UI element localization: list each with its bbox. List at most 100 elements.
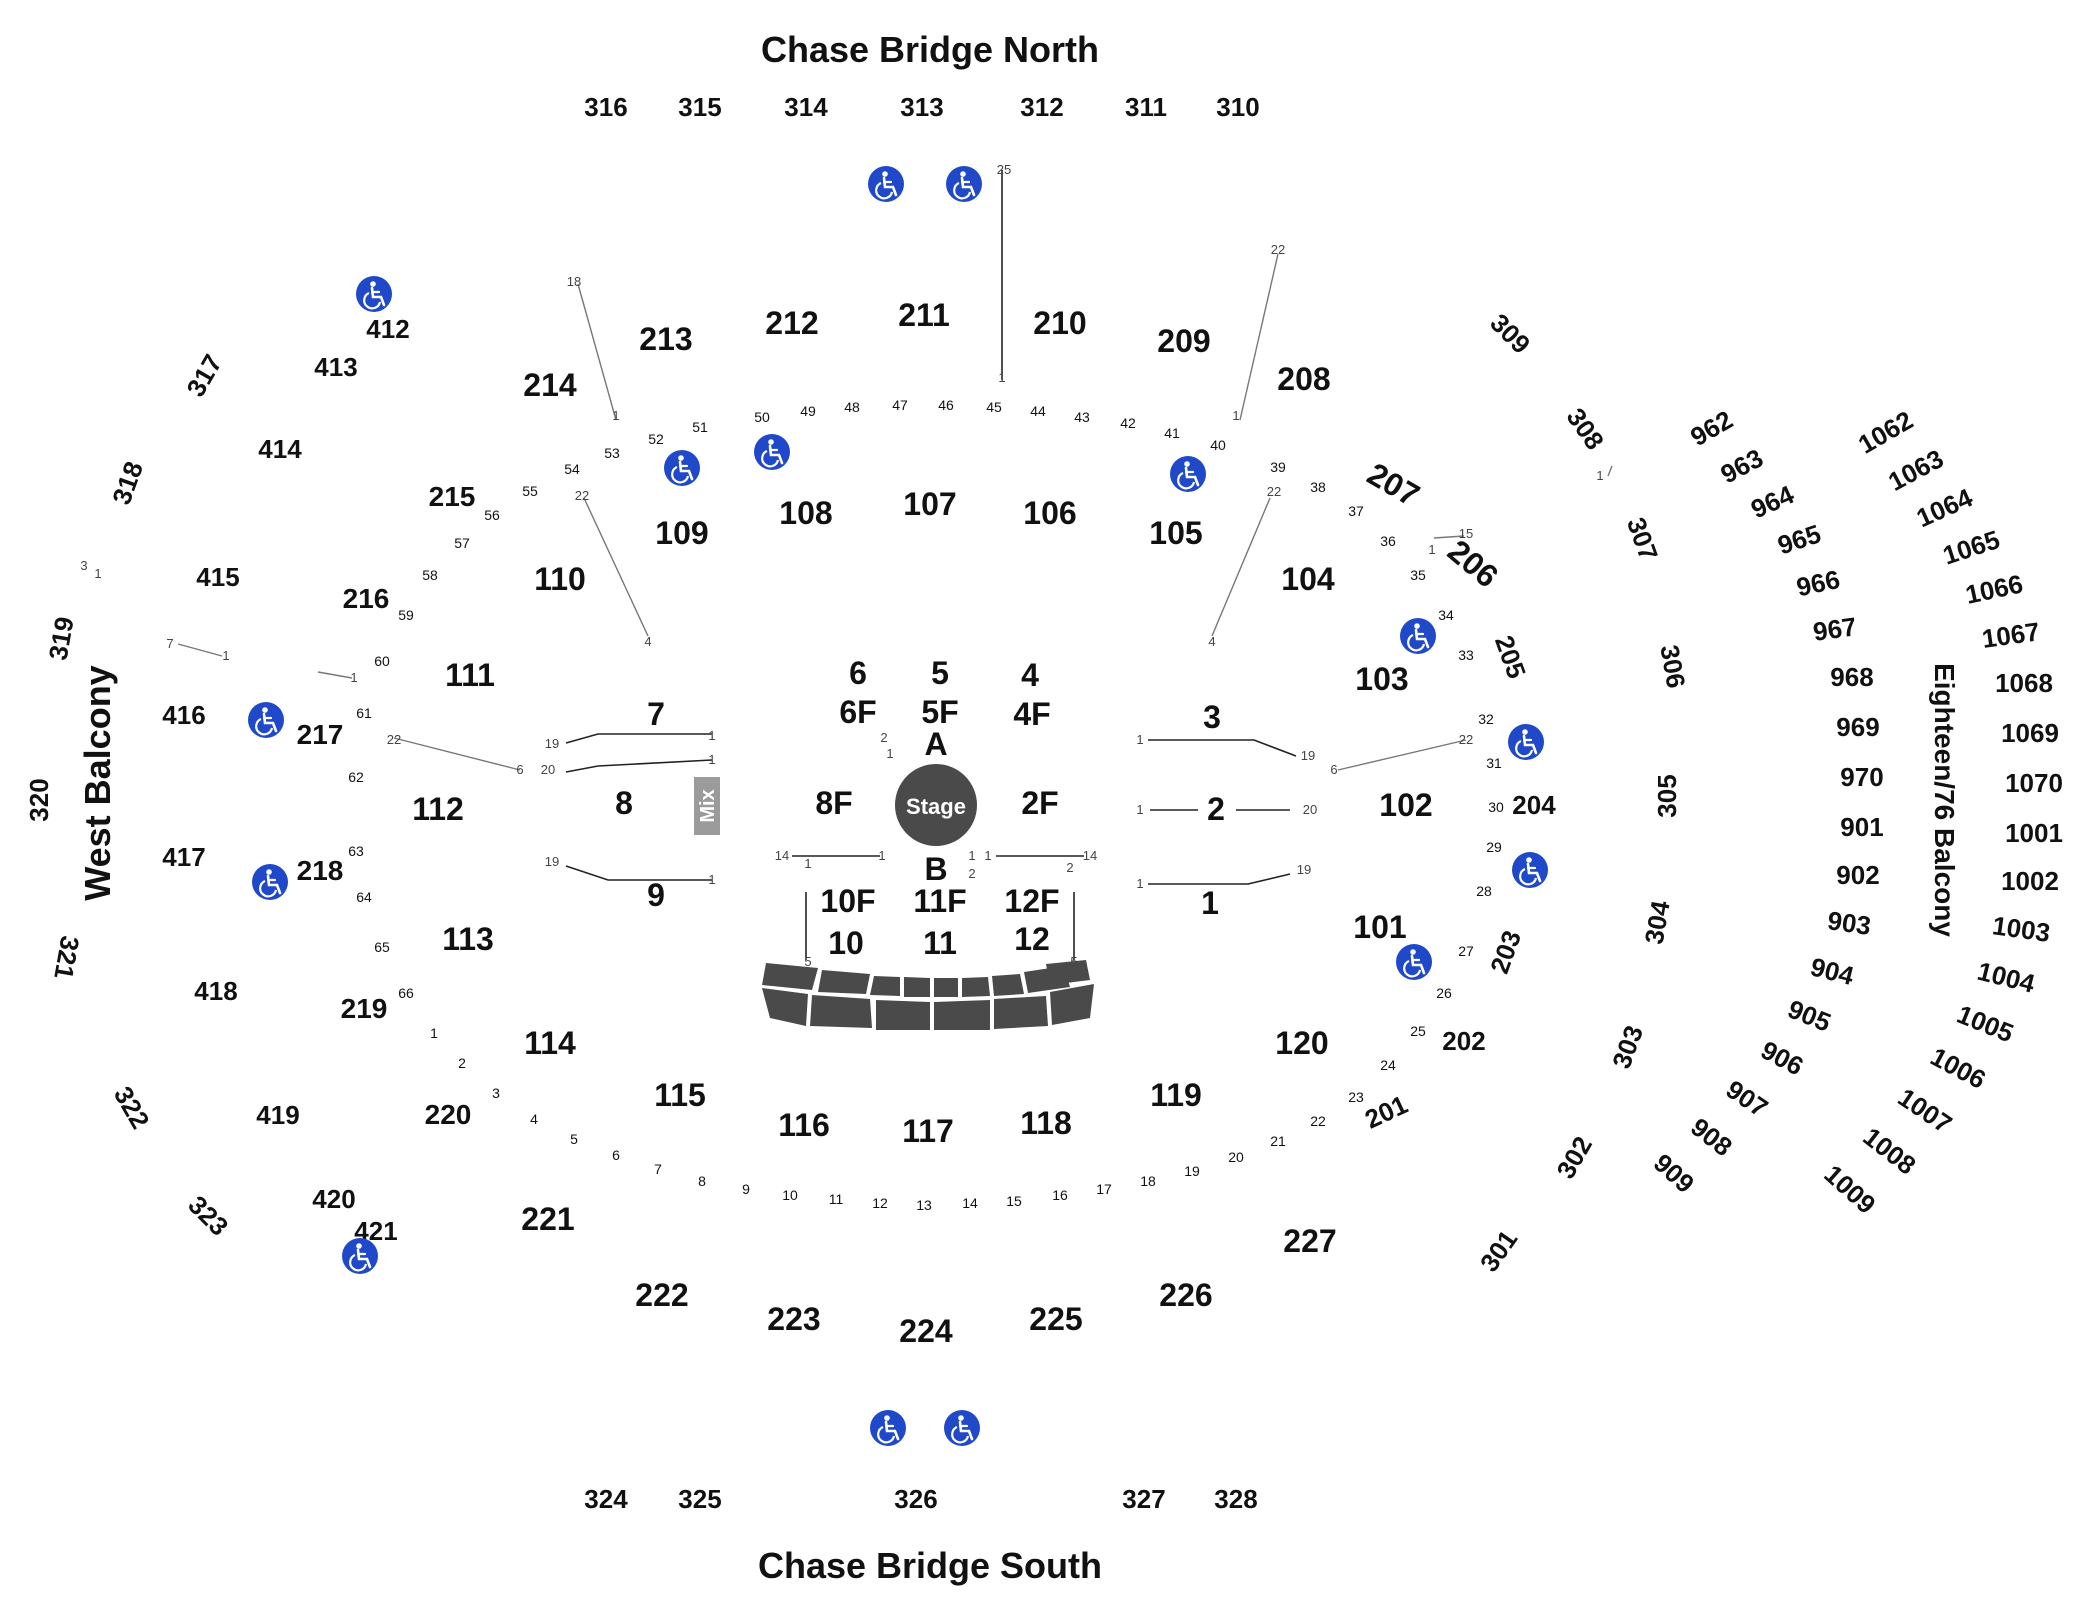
section-964[interactable]: 964	[1746, 479, 1798, 524]
section-222[interactable]: 222	[635, 1277, 688, 1313]
section-302[interactable]: 302	[1550, 1131, 1598, 1184]
section-970[interactable]: 970	[1840, 762, 1883, 792]
section-902[interactable]: 902	[1836, 860, 1879, 890]
section-118[interactable]: 118	[1020, 1105, 1072, 1141]
section-314[interactable]: 314	[784, 92, 828, 122]
section-307[interactable]: 307	[1621, 513, 1664, 564]
section-1005[interactable]: 1005	[1953, 999, 2018, 1048]
section-309[interactable]: 309	[1484, 308, 1536, 360]
section-225[interactable]: 225	[1029, 1301, 1082, 1337]
section-313[interactable]: 313	[900, 92, 943, 122]
section-907[interactable]: 907	[1721, 1074, 1774, 1123]
section-1004[interactable]: 1004	[1974, 956, 2038, 999]
section-212[interactable]: 212	[765, 305, 818, 341]
section-218[interactable]: 218	[297, 855, 344, 886]
section-211[interactable]: 211	[898, 297, 950, 333]
section-203[interactable]: 203	[1484, 926, 1527, 977]
section-116[interactable]: 116	[778, 1107, 830, 1143]
section-1064[interactable]: 1064	[1912, 482, 1978, 533]
section-1008[interactable]: 1008	[1858, 1121, 1922, 1180]
section-floor-4[interactable]: 4	[1021, 657, 1039, 693]
section-112[interactable]: 112	[412, 791, 464, 827]
section-floor-a[interactable]: A	[924, 726, 947, 762]
section-320[interactable]: 320	[24, 778, 54, 821]
section-110[interactable]: 110	[534, 561, 586, 597]
section-966[interactable]: 966	[1794, 564, 1843, 602]
section-1002[interactable]: 1002	[2001, 866, 2059, 896]
pit-block[interactable]	[876, 1000, 930, 1030]
section-221[interactable]: 221	[521, 1201, 574, 1237]
section-102[interactable]: 102	[1379, 787, 1432, 823]
section-120[interactable]: 120	[1275, 1025, 1328, 1061]
section-floor-11[interactable]: 11	[923, 925, 957, 961]
section-1062[interactable]: 1062	[1853, 405, 1918, 460]
section-105[interactable]: 105	[1149, 515, 1202, 551]
section-108[interactable]: 108	[779, 495, 832, 531]
section-floor-8f[interactable]: 8F	[815, 785, 852, 821]
section-904[interactable]: 904	[1807, 951, 1857, 991]
section-1068[interactable]: 1068	[1995, 668, 2053, 698]
section-901[interactable]: 901	[1840, 812, 1883, 842]
section-226[interactable]: 226	[1159, 1277, 1212, 1313]
section-419[interactable]: 419	[256, 1100, 299, 1130]
section-318[interactable]: 318	[106, 457, 149, 508]
section-420[interactable]: 420	[312, 1184, 355, 1214]
section-floor-12[interactable]: 12	[1014, 921, 1050, 957]
section-304[interactable]: 304	[1639, 898, 1676, 946]
section-316[interactable]: 316	[584, 92, 627, 122]
section-969[interactable]: 969	[1836, 712, 1879, 742]
section-213[interactable]: 213	[639, 321, 692, 357]
section-floor-10f[interactable]: 10F	[820, 883, 875, 919]
section-327[interactable]: 327	[1122, 1484, 1165, 1514]
pit-block[interactable]	[870, 976, 900, 996]
section-1067[interactable]: 1067	[1980, 616, 2041, 654]
section-208[interactable]: 208	[1277, 361, 1330, 397]
section-floor-6[interactable]: 6	[849, 655, 867, 691]
section-floor-7[interactable]: 7	[647, 696, 665, 732]
section-1003[interactable]: 1003	[1991, 910, 2052, 948]
section-322[interactable]: 322	[108, 1081, 156, 1134]
section-968[interactable]: 968	[1830, 662, 1873, 692]
pit-block[interactable]	[992, 974, 1024, 996]
section-326[interactable]: 326	[894, 1484, 937, 1514]
section-floor-10[interactable]: 10	[828, 925, 864, 961]
section-325[interactable]: 325	[678, 1484, 721, 1514]
pit-block[interactable]	[994, 996, 1048, 1029]
section-101[interactable]: 101	[1353, 909, 1406, 945]
section-201[interactable]: 201	[1360, 1089, 1412, 1135]
section-107[interactable]: 107	[903, 486, 956, 522]
section-109[interactable]: 109	[655, 515, 708, 551]
section-floor-3[interactable]: 3	[1203, 699, 1221, 735]
section-967[interactable]: 967	[1811, 611, 1858, 647]
section-903[interactable]: 903	[1826, 905, 1873, 941]
section-321[interactable]: 321	[48, 934, 85, 982]
section-312[interactable]: 312	[1020, 92, 1063, 122]
pit-block[interactable]	[934, 1000, 990, 1030]
section-301[interactable]: 301	[1474, 1224, 1523, 1277]
section-319[interactable]: 319	[43, 614, 80, 662]
section-311[interactable]: 311	[1125, 92, 1167, 122]
section-floor-9[interactable]: 9	[647, 877, 665, 913]
pit-block[interactable]	[1050, 984, 1094, 1025]
section-965[interactable]: 965	[1774, 518, 1825, 560]
section-104[interactable]: 104	[1281, 561, 1335, 597]
section-310[interactable]: 310	[1216, 92, 1259, 122]
section-111[interactable]: 111	[445, 657, 495, 693]
section-1069[interactable]: 1069	[2001, 718, 2059, 748]
section-floor-1[interactable]: 1	[1201, 885, 1219, 921]
section-210[interactable]: 210	[1033, 305, 1086, 341]
section-963[interactable]: 963	[1716, 443, 1768, 490]
section-224[interactable]: 224	[899, 1313, 953, 1349]
section-1006[interactable]: 1006	[1926, 1041, 1991, 1095]
section-306[interactable]: 306	[1654, 642, 1691, 690]
section-119[interactable]: 119	[1150, 1077, 1202, 1113]
section-417[interactable]: 417	[162, 842, 205, 872]
section-206[interactable]: 206	[1441, 533, 1505, 595]
section-209[interactable]: 209	[1157, 323, 1210, 359]
section-floor-4f[interactable]: 4F	[1013, 696, 1050, 732]
pit-block[interactable]	[818, 970, 870, 994]
section-905[interactable]: 905	[1784, 994, 1835, 1038]
section-117[interactable]: 117	[902, 1113, 954, 1149]
section-909[interactable]: 909	[1648, 1148, 1700, 1199]
section-220[interactable]: 220	[425, 1099, 472, 1130]
